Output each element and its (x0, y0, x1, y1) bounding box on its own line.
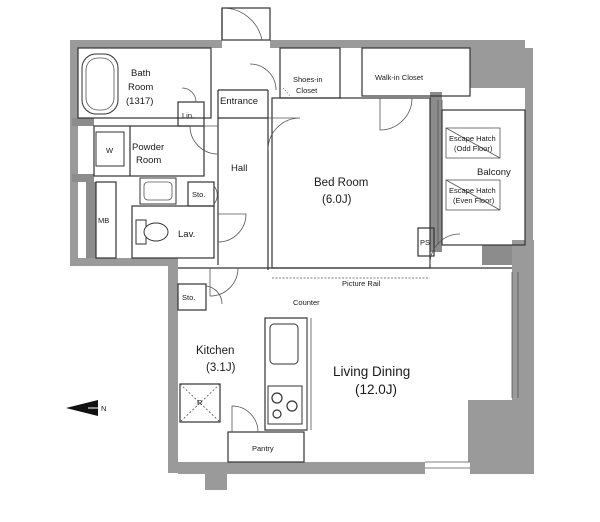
lavatory-label: Lav. (178, 229, 195, 240)
balcony-label: Balcony (477, 167, 511, 178)
picture-rail-label: Picture Rail (342, 279, 381, 288)
toilet-icon (135, 219, 169, 245)
washer-label: W (106, 146, 114, 155)
escape-hatch-odd-label-1: Escape Hatch (449, 134, 496, 143)
stove-icon (267, 385, 303, 425)
kitchen-sink-icon (269, 323, 299, 365)
entrance-label: Entrance (220, 96, 258, 107)
room-labels: Bath Room (1317) Powder Room W Lin. Entr… (98, 68, 511, 453)
living-dining-label-1: Living Dining (333, 364, 410, 379)
linen-label: Lin. (182, 111, 194, 120)
shoes-in-closet-label-1: Shoes-in (293, 75, 323, 84)
hall-label: Hall (231, 163, 247, 174)
escape-hatch-even-label-2: (Even Floor) (453, 196, 495, 205)
fridge-mark: R (197, 398, 203, 407)
counter-label: Counter (293, 298, 320, 307)
walk-in-closet-label: Walk-in Closet (375, 73, 424, 82)
bath-room-label-2: Room (128, 82, 153, 93)
escape-hatch-even-label-1: Escape Hatch (449, 186, 496, 195)
exterior-walls (70, 40, 534, 490)
storage-lower-label: Sto. (182, 293, 195, 302)
compass-icon (66, 400, 98, 416)
escape-hatch-odd-icon (445, 127, 501, 159)
bed-room-label-1: Bed Room (314, 177, 368, 189)
bed-room-label-2: (6.0J) (322, 194, 352, 206)
interior-partitions (77, 47, 526, 463)
powder-room-label-1: Powder (132, 142, 164, 153)
storage-upper-label: Sto. (192, 190, 205, 199)
mb-label: MB (98, 216, 109, 225)
escape-hatch-odd-label-2: (Odd Floor) (454, 144, 493, 153)
bath-room-label-1: Bath (131, 68, 151, 79)
bath-room-label-3: (1317) (126, 96, 153, 107)
compass-letter: N (101, 404, 106, 413)
fixtures (81, 53, 501, 425)
washer-icon (95, 131, 125, 167)
living-dining-label-2: (12.0J) (355, 382, 397, 397)
escape-hatch-even-icon (445, 179, 501, 211)
door-swings (181, 7, 461, 433)
bathtub-icon (81, 53, 119, 115)
shoes-in-closet-label-2: Closet (296, 86, 318, 95)
kitchen-label-1: Kitchen (196, 345, 234, 357)
pantry-label: Pantry (252, 444, 274, 453)
powder-room-label-2: Room (136, 155, 161, 166)
ps-label: PS (420, 238, 430, 247)
kitchen-label-2: (3.1J) (206, 362, 236, 374)
